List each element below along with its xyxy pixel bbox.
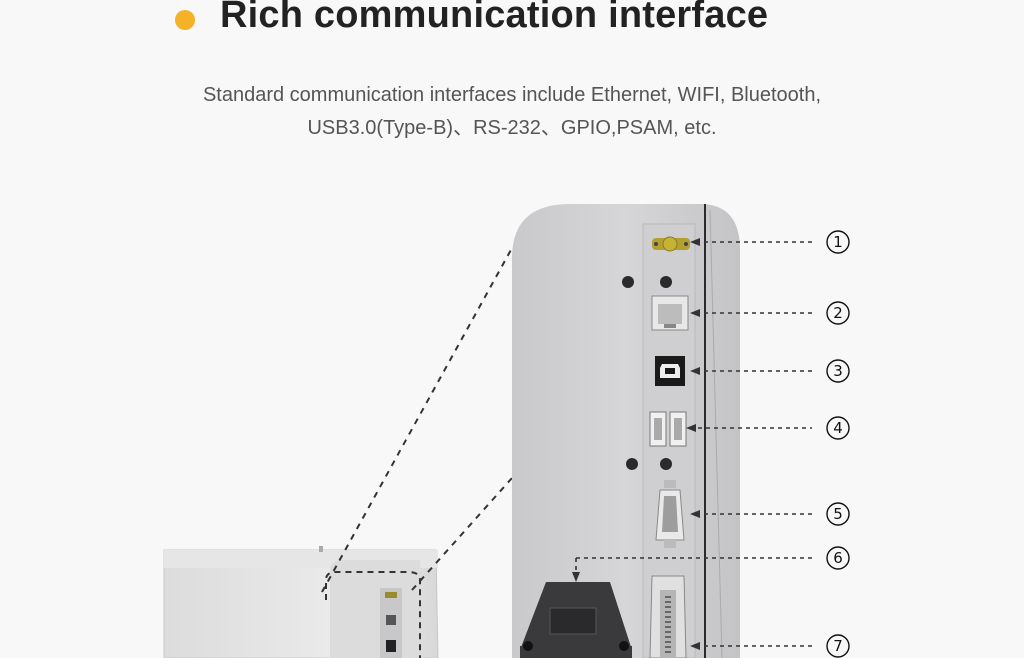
callout-1: 1 [826,230,850,254]
callout-arrowheads [572,238,700,650]
subtitle-line-2: USB3.0(Type-B)、RS-232、GPIO,PSAM, etc. [307,117,717,139]
zoom-line-lower [411,477,513,591]
serial-port-icon [655,480,685,548]
usb-b-port-icon [655,356,685,386]
callout-2: 2 [826,301,850,325]
ethernet-port-icon [651,295,689,331]
svg-text:6: 6 [833,549,843,567]
page-title: Rich communication interface [220,0,769,36]
parallel-port-icon [649,575,687,658]
svg-text:7: 7 [833,637,843,655]
psam-slot-icon [520,582,632,658]
svg-text:4: 4 [833,419,843,437]
svg-text:5: 5 [833,505,843,523]
svg-text:3: 3 [833,362,843,380]
callout-lines [575,241,812,647]
usb-a-port-icon [649,411,687,447]
subtitle-line-1: Standard communication interfaces includ… [202,84,822,106]
printer-overview [163,546,439,658]
printer-rear-panel [512,204,740,658]
callout-markers: 1 2 3 4 5 6 7 [826,230,850,658]
callout-5: 5 [826,502,850,526]
svg-text:1: 1 [833,233,843,251]
callout-4: 4 [826,416,850,440]
zoom-line-upper [321,247,513,593]
callout-7: 7 [826,634,850,658]
bullet-dot-icon [175,10,195,30]
section-header: Rich communication interface [0,0,1024,46]
callout-6: 6 [826,546,850,570]
antenna-connector-icon [652,236,690,252]
svg-text:2: 2 [833,304,843,322]
callout-3: 3 [826,359,850,383]
